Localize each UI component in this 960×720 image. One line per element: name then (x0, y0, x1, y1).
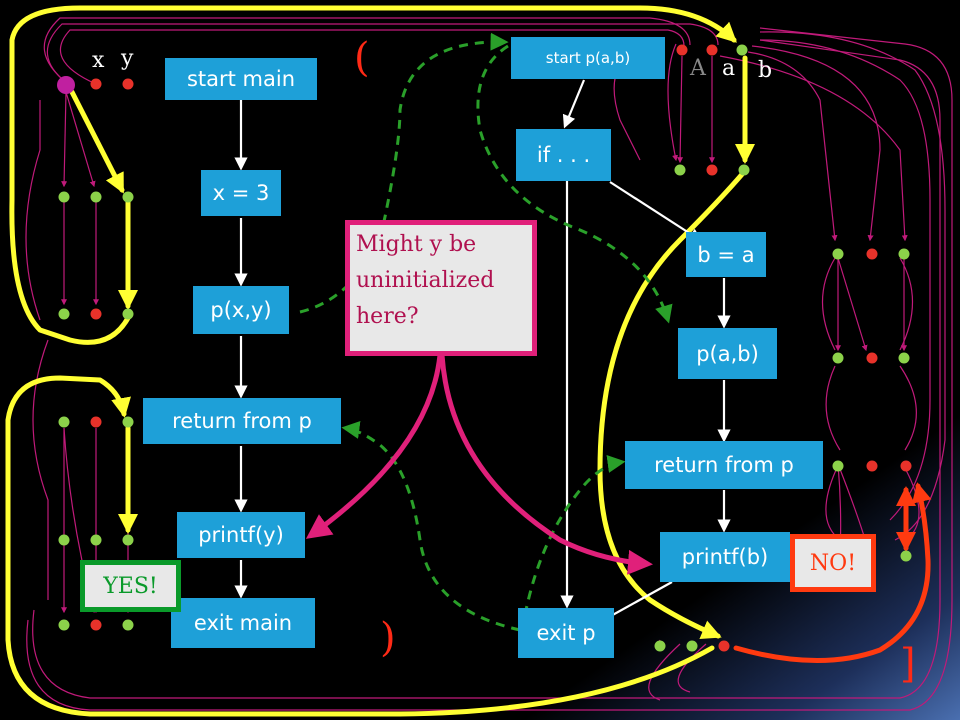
fact-dot (738, 164, 750, 176)
node-start-p: start p(a,b) (511, 37, 665, 79)
no-path (733, 482, 932, 664)
node-exit-p: exit p (518, 608, 614, 658)
fact-dot (90, 416, 102, 428)
fact-dot (90, 619, 102, 631)
fact-dot (122, 308, 134, 320)
question-callout: Might y be uninitialized here? (345, 220, 537, 356)
no-answer-badge: NO! (790, 534, 876, 592)
open-paren: ( (354, 35, 370, 81)
fact-dot (90, 191, 102, 203)
close-paren: ) (380, 615, 396, 661)
fact-dot (122, 78, 134, 90)
node-recursive-call-p: p(a,b) (678, 328, 777, 379)
var-x-label: x (92, 48, 105, 73)
node-call-p: p(x,y) (193, 286, 289, 334)
var-a-label: a (722, 56, 736, 81)
fact-dot (58, 308, 70, 320)
var-lambda-label: A (690, 56, 706, 81)
fact-dot (706, 164, 718, 176)
node-x-assign: x = 3 (201, 170, 281, 216)
close-square-bracket: ] (900, 641, 916, 687)
fact-dot (832, 460, 844, 472)
fact-dot (58, 619, 70, 631)
fact-dot (90, 78, 102, 90)
fact-dot (58, 191, 70, 203)
fact-dot (674, 164, 686, 176)
node-b-assign-a: b = a (686, 232, 766, 277)
fact-dot (898, 248, 910, 260)
fact-dot (866, 248, 878, 260)
fact-dot (90, 308, 102, 320)
node-if: if . . . (516, 129, 611, 181)
fact-dot (686, 640, 698, 652)
var-b-label: b (758, 58, 773, 83)
fact-dot (900, 550, 912, 562)
fact-dot (900, 460, 912, 472)
node-start-main: start main (165, 58, 317, 100)
fact-dot (90, 534, 102, 546)
fact-dot (718, 640, 730, 652)
fact-dot (832, 248, 844, 260)
fact-dot (122, 619, 134, 631)
node-printf-y: printf(y) (177, 512, 305, 558)
fact-dot (58, 534, 70, 546)
fact-dot (122, 416, 134, 428)
fact-dot (122, 191, 134, 203)
fact-dot (706, 44, 718, 56)
fact-dot (898, 352, 910, 364)
fact-dot (654, 640, 666, 652)
node-return-from-p-main: return from p (143, 398, 341, 444)
node-exit-main: exit main (171, 598, 315, 648)
yes-answer-badge: YES! (80, 560, 181, 612)
fact-dot (866, 352, 878, 364)
highlight-path (5, 5, 755, 717)
callout-arrows (305, 354, 653, 575)
fact-dot (736, 44, 748, 56)
zero-fact-source (57, 76, 75, 94)
fact-dot (832, 352, 844, 364)
fact-dot (122, 534, 134, 546)
fact-dot (58, 416, 70, 428)
node-printf-b: printf(b) (660, 532, 790, 582)
fact-dot (866, 460, 878, 472)
var-y-label: y (121, 46, 134, 71)
node-return-from-p-proc: return from p (625, 441, 823, 489)
fact-dot (676, 44, 688, 56)
